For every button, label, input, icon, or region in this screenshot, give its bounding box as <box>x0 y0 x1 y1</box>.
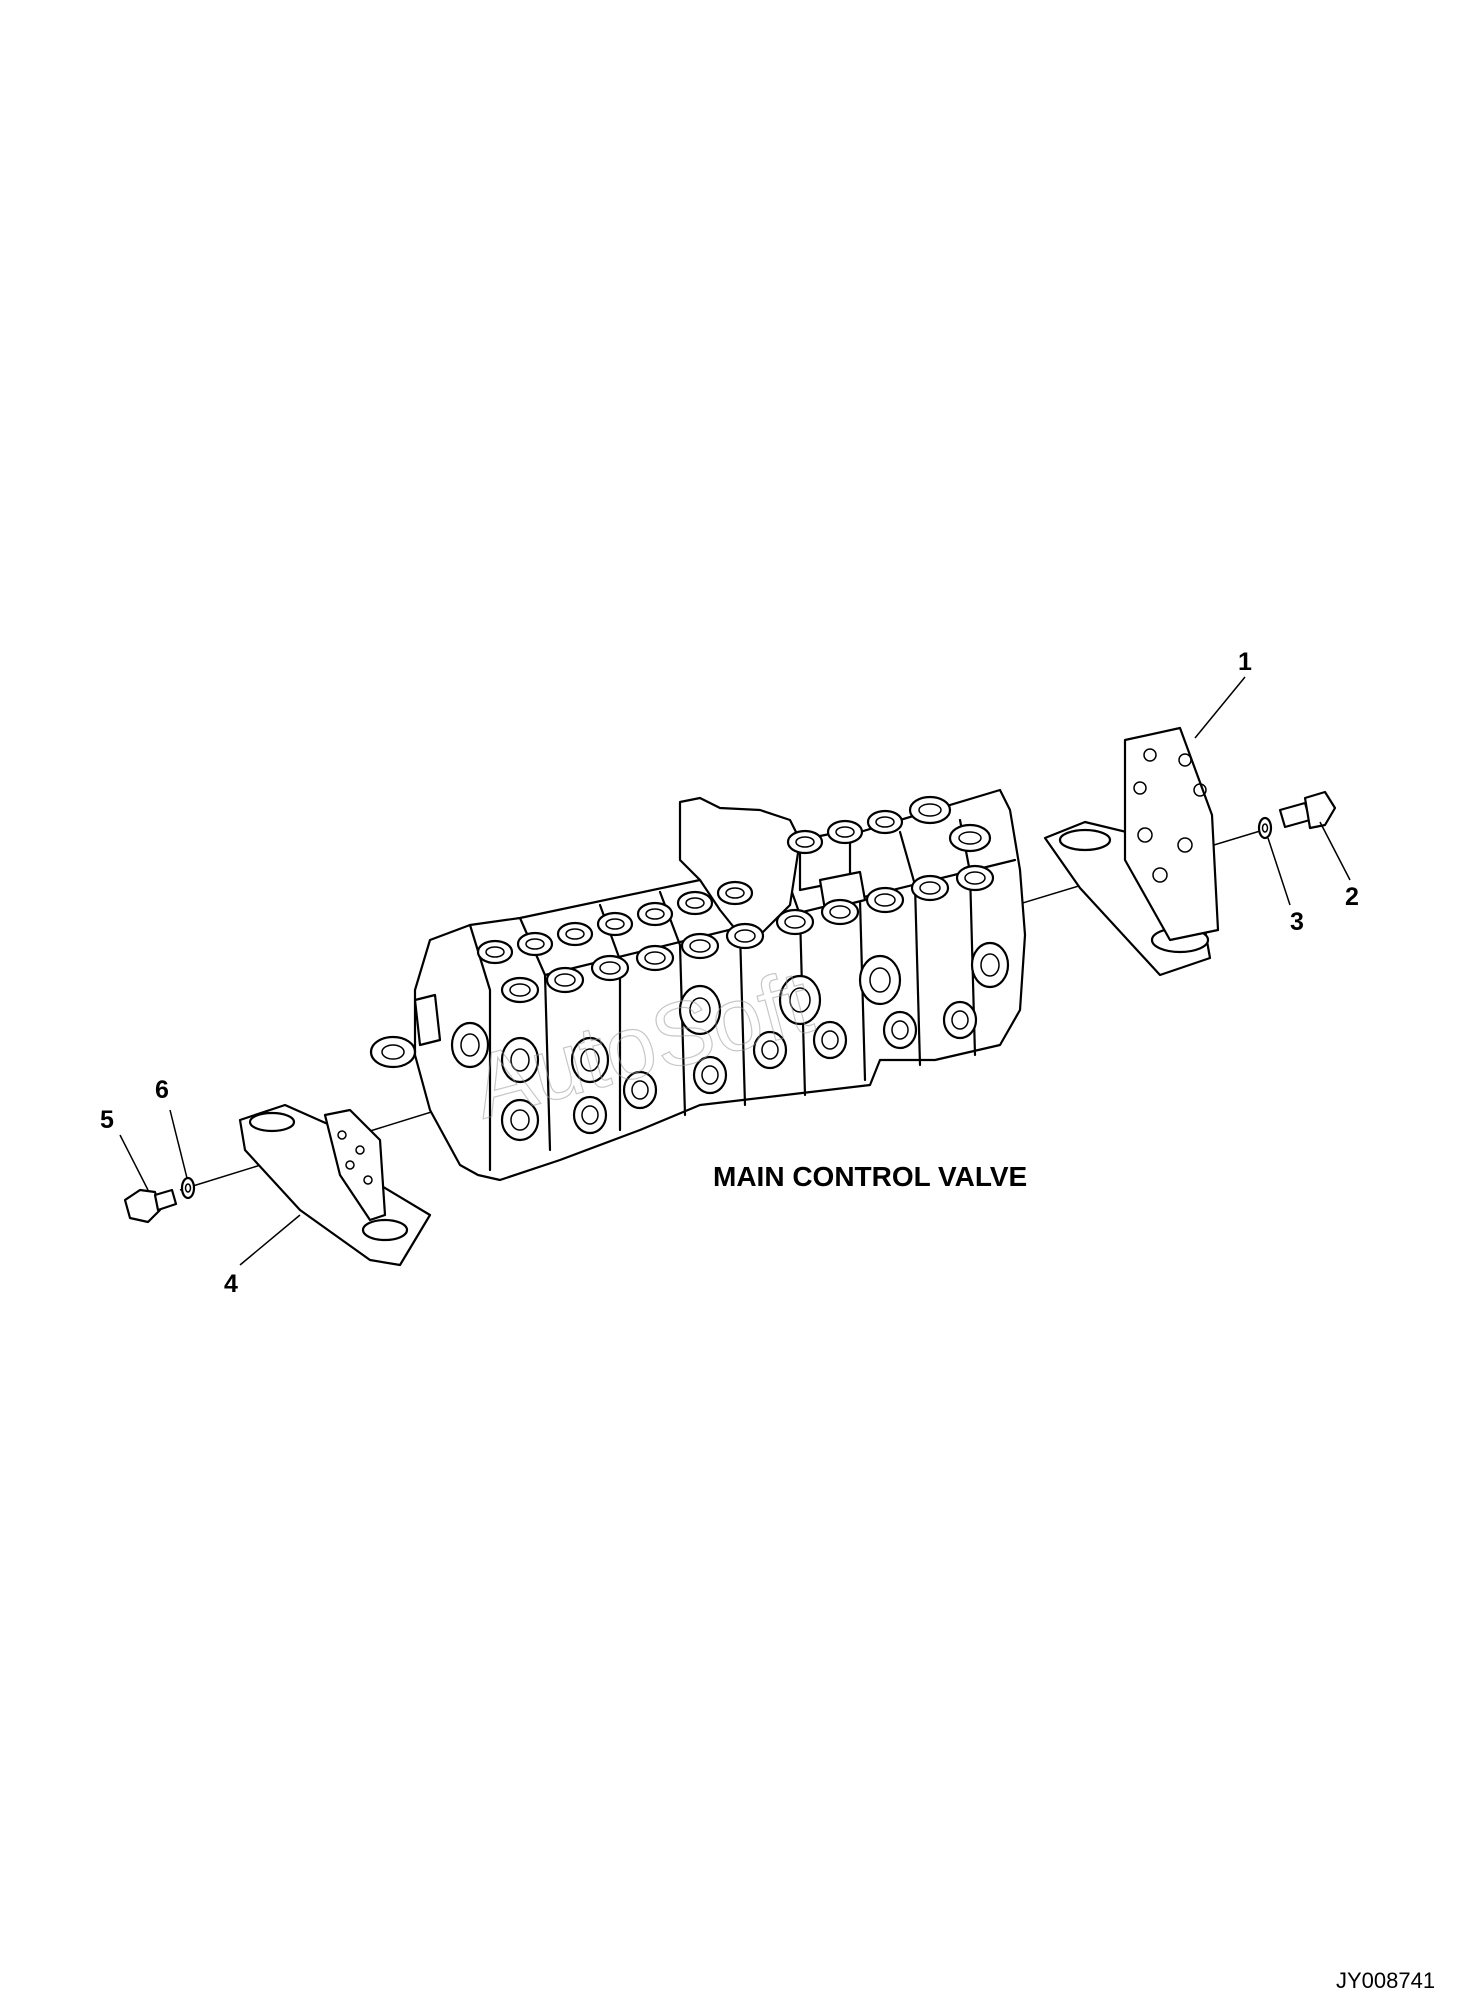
part-1-right-bracket <box>1043 726 1220 977</box>
part-3-right-washer <box>1257 816 1273 840</box>
valve-port-row-middle <box>500 864 995 1004</box>
callout-2: 2 <box>1345 883 1359 911</box>
valve-port-row-top <box>476 795 992 965</box>
callout-4: 4 <box>224 1270 238 1298</box>
part-6-left-washer <box>180 1176 196 1200</box>
callout-6: 6 <box>155 1076 169 1104</box>
callout-leader-lines <box>119 676 1351 1266</box>
document-id: JY008741 <box>1336 1968 1435 1993</box>
callout-5: 5 <box>100 1106 114 1134</box>
main-control-valve <box>369 788 1027 1182</box>
callout-3: 3 <box>1290 908 1304 936</box>
lifting-eye <box>369 1035 417 1069</box>
valve-side-bosses <box>450 941 1010 1142</box>
diagram-caption: MAIN CONTROL VALVE <box>713 1161 1027 1192</box>
callout-1: 1 <box>1238 648 1252 676</box>
part-5-left-bolt <box>123 1188 178 1224</box>
part-2-right-bolt <box>1278 790 1337 830</box>
part-4-left-bracket <box>238 1103 432 1267</box>
